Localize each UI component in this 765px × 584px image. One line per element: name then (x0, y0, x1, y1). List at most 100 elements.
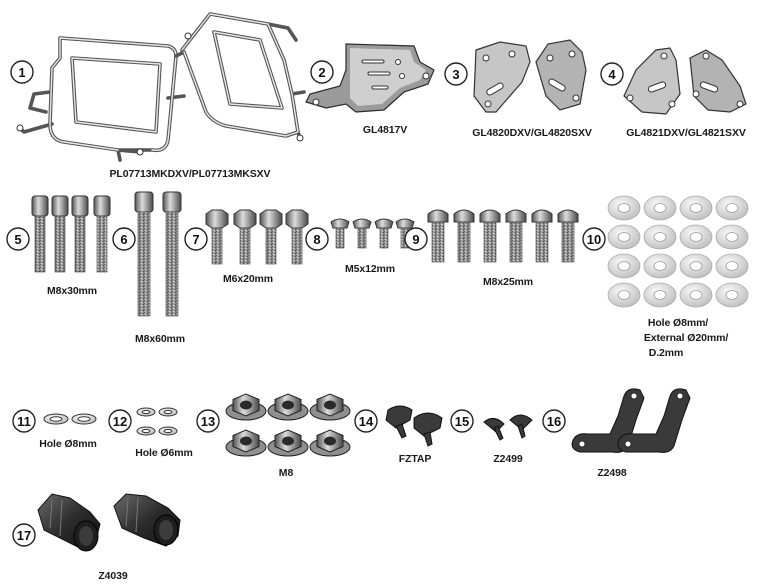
part-11-number: 11 (17, 414, 31, 429)
bolt (479, 209, 501, 263)
part-13-label: M8 (279, 467, 294, 479)
part-15-label: Z2499 (493, 453, 523, 465)
washer (607, 195, 641, 221)
part-1-right-frame (174, 12, 306, 142)
part-10-number: 10 (587, 232, 601, 247)
part-17-number: 17 (17, 528, 31, 543)
part-3-plates (473, 39, 587, 113)
part-12-number: 12 (113, 414, 127, 429)
washer (715, 282, 749, 308)
bolt (233, 209, 257, 265)
washer (715, 195, 749, 221)
part-7-number: 7 (192, 232, 199, 247)
washer (643, 282, 677, 308)
bolt (285, 209, 309, 265)
part-10-label-line-3: D.2mm (649, 347, 684, 359)
nut (267, 429, 309, 457)
nut (309, 429, 351, 457)
part-11-label: Hole Ø8mm (39, 438, 96, 450)
nut (225, 429, 267, 457)
part-10-washers (607, 195, 749, 308)
washer (679, 195, 713, 221)
part-17-badge (12, 523, 36, 547)
washer (607, 224, 641, 250)
bolt (453, 209, 475, 263)
part-12-washers (136, 407, 178, 436)
part-5-badge (6, 227, 30, 251)
part-14-badge (354, 409, 378, 433)
washer (607, 253, 641, 279)
washer (679, 282, 713, 308)
bolt (71, 195, 89, 273)
part-17-end-caps (37, 493, 181, 552)
part-14-number: 14 (359, 414, 374, 429)
part-15-badge (450, 409, 474, 433)
part-1-label: PL07713MKDXV/PL07713MKSXV (110, 168, 271, 180)
part-5-label: M8x30mm (47, 285, 97, 297)
part-9-bolts (427, 209, 579, 263)
nut (309, 393, 351, 421)
washer (679, 253, 713, 279)
nut (225, 393, 267, 421)
washer (715, 224, 749, 250)
part-1-badge (10, 60, 34, 84)
part-9-badge (404, 227, 428, 251)
bolt (259, 209, 283, 265)
part-9-label: M8x25mm (483, 276, 533, 288)
part-16-number: 16 (547, 414, 561, 429)
part-1-left-frame (16, 36, 186, 162)
part-14-caps (385, 405, 443, 447)
part-6-badge (112, 227, 136, 251)
washer (643, 253, 677, 279)
part-2-label: GL4817V (363, 124, 407, 136)
washer (715, 253, 749, 279)
part-4-label: GL4821DXV/GL4821SXV (626, 127, 746, 139)
washer (643, 224, 677, 250)
part-10-label-line-1: Hole Ø8mm/ (648, 317, 708, 329)
bolt (505, 209, 527, 263)
part-2-badge (310, 60, 334, 84)
part-3-number: 3 (452, 67, 459, 82)
part-12-badge (108, 409, 132, 433)
part-4-badge (600, 62, 624, 86)
part-16-links (571, 388, 691, 453)
bolt (93, 195, 111, 273)
part-16-label: Z2498 (597, 467, 627, 479)
part-1-number: 1 (18, 65, 25, 80)
part-17-label: Z4039 (98, 570, 128, 582)
part-15-number: 15 (455, 414, 469, 429)
part-3-badge (444, 62, 468, 86)
part-8-number: 8 (313, 232, 320, 247)
part-6-label: M8x60mm (135, 333, 185, 345)
part-4-number: 4 (608, 67, 616, 82)
part-2-bracket (305, 43, 435, 113)
bolt (374, 218, 394, 249)
nut (267, 393, 309, 421)
bolt (205, 209, 229, 265)
bolt (51, 195, 69, 273)
part-8-badge (305, 227, 329, 251)
part-7-bolts (205, 209, 309, 265)
part-7-label: M6x20mm (223, 273, 273, 285)
bolt (330, 218, 350, 249)
part-11-washers (43, 413, 97, 425)
part-6-number: 6 (120, 232, 127, 247)
washer (679, 224, 713, 250)
part-1-side-frames (16, 12, 306, 162)
part-6-bolts (134, 191, 182, 317)
part-3-label: GL4820DXV/GL4820SXV (472, 127, 592, 139)
bolt (557, 209, 579, 263)
bolt (531, 209, 553, 263)
part-16-badge (542, 409, 566, 433)
part-14-label: FZTAP (399, 453, 432, 465)
part-13-number: 13 (201, 414, 215, 429)
end-cap (113, 493, 181, 547)
part-12-label: Hole Ø6mm (135, 447, 192, 459)
part-10-label-line-2: External Ø20mm/ (644, 332, 728, 344)
part-2-number: 2 (318, 65, 325, 80)
bolt (162, 191, 182, 317)
part-5-number: 5 (14, 232, 21, 247)
part-15-screws (483, 414, 533, 441)
bolt (352, 218, 372, 249)
